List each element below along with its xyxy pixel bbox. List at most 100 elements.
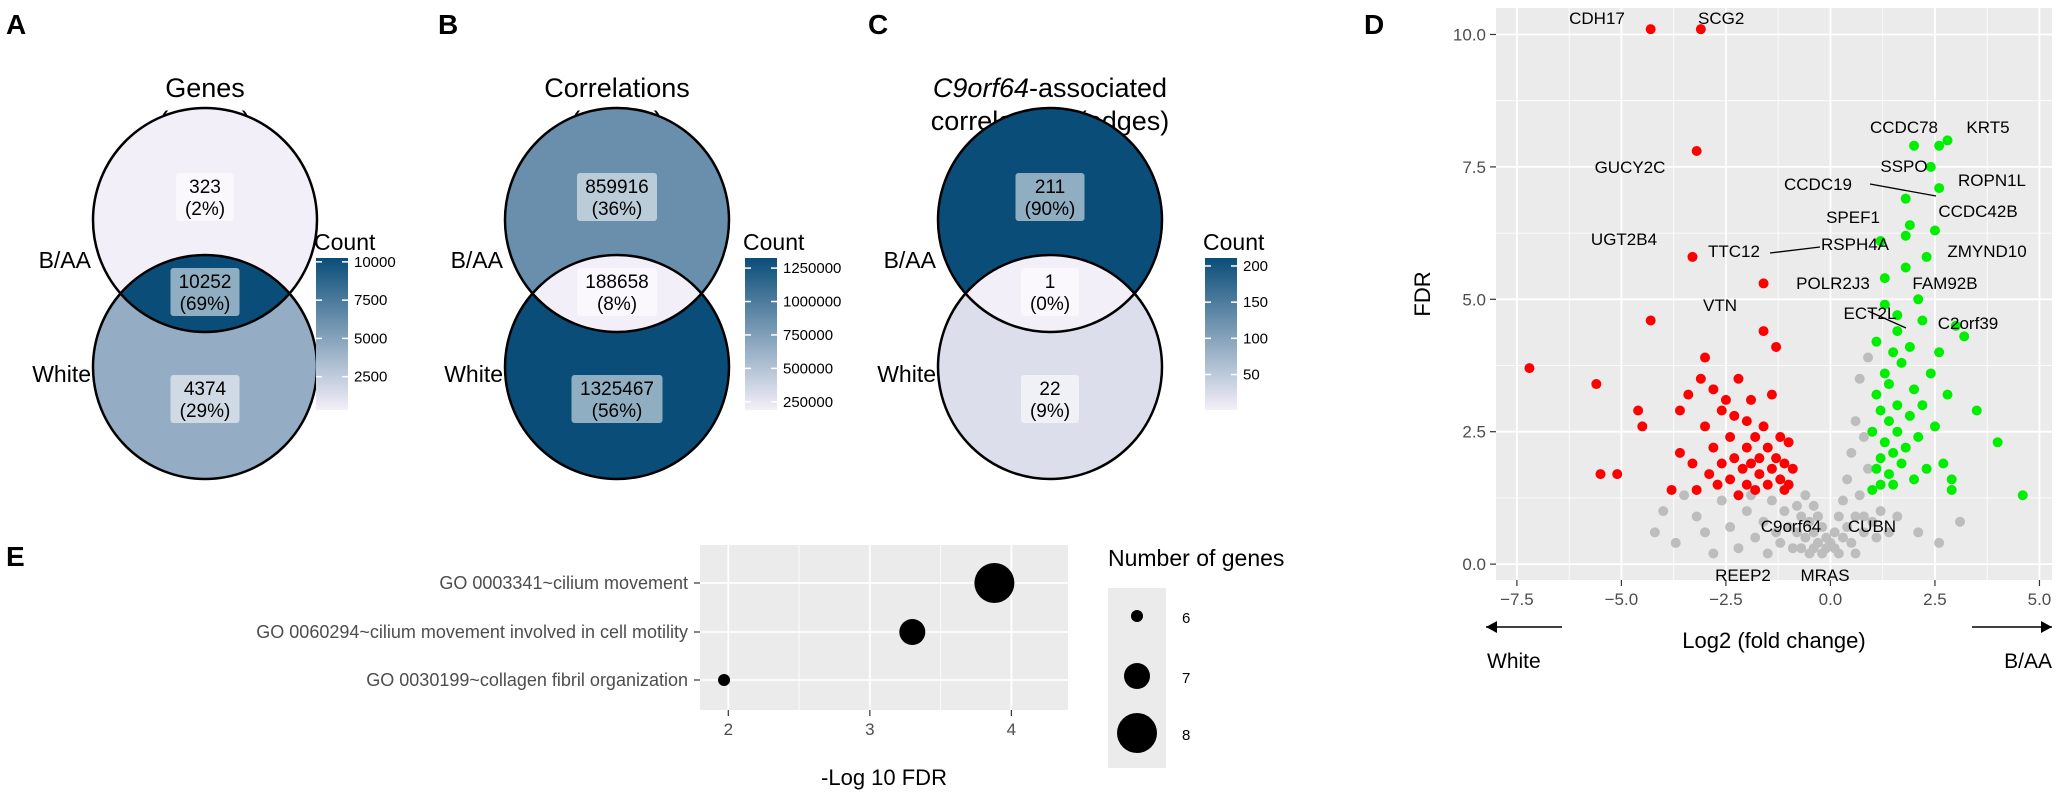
legend-colorbar	[1205, 258, 1237, 410]
data-point-up	[1900, 262, 1911, 273]
data-point-ns	[1779, 506, 1790, 517]
legend-tick-label: 1000000	[783, 294, 841, 311]
data-point-ns	[1787, 543, 1798, 554]
gene-label: C2orf39	[1938, 314, 1998, 333]
data-point-ns	[1716, 495, 1727, 506]
data-point-ns	[1762, 548, 1773, 559]
venn-outline-bottom	[503, 253, 731, 481]
size-legend-label: 6	[1182, 610, 1190, 627]
region-pct: (9%)	[1030, 401, 1070, 422]
region-pct: (90%)	[1025, 199, 1076, 220]
gene-label: ZMYND10	[1947, 242, 2026, 261]
region-count: 1	[1045, 272, 1056, 293]
data-point-up	[1909, 384, 1920, 395]
gene-label: SPEF1	[1826, 208, 1880, 227]
data-point-ns	[1842, 522, 1853, 533]
x-tick-label: 2	[724, 720, 733, 739]
data-point-up	[1888, 347, 1899, 358]
size-legend-title: Number of genes	[1108, 545, 1284, 571]
data-point-down	[1691, 484, 1702, 495]
labeled-gene-point	[1921, 251, 1932, 262]
set-label-white: White	[444, 361, 503, 387]
labeled-gene-point	[1900, 193, 1911, 204]
legend-tick-label: 750000	[783, 327, 833, 344]
panel-letter: B	[438, 9, 458, 40]
labeled-gene-point	[1808, 543, 1819, 554]
y-tick-label: 7.5	[1462, 158, 1486, 177]
data-point-down	[1762, 442, 1773, 453]
size-legend-label: 8	[1182, 727, 1190, 744]
y-tick-label: 0.0	[1462, 555, 1486, 574]
data-point-up	[1946, 474, 1957, 485]
data-point-up	[1904, 410, 1915, 421]
data-point-down	[1737, 463, 1748, 474]
venn-panel-b: BCorrelations(edges)B/AAWhite859916(36%)…	[438, 9, 841, 481]
data-point-up	[1959, 331, 1970, 342]
legend-tick-label: 50	[1243, 367, 1260, 384]
data-point-down	[1741, 479, 1752, 490]
gene-label: UGT2B4	[1591, 230, 1657, 249]
data-point-down	[1762, 479, 1773, 490]
region-count: 188658	[585, 272, 648, 293]
data-point-up	[1867, 484, 1878, 495]
region-pct: (29%)	[180, 401, 231, 422]
data-point-down	[1733, 373, 1744, 384]
y-axis-title: FDR	[1410, 271, 1435, 316]
labeled-gene-point	[1691, 146, 1702, 156]
venn-panels: AGenes(nodes)B/AAWhite323(2%)10252(69%)4…	[6, 9, 1268, 481]
data-point-down	[1725, 432, 1736, 442]
data-point-ns	[1791, 527, 1802, 538]
gene-label: CCDC42B	[1938, 202, 2017, 221]
set-label-white: White	[32, 361, 91, 387]
venn-outline-bottom	[936, 253, 1164, 481]
data-point-ns	[1934, 537, 1945, 548]
labeled-gene-point	[1645, 24, 1656, 35]
legend-tick-label: 150	[1243, 294, 1268, 311]
data-point-ns	[1892, 511, 1903, 522]
data-point-ns	[1733, 543, 1744, 554]
gene-label: CCDC19	[1784, 175, 1852, 194]
labeled-gene-point	[1758, 278, 1769, 289]
data-point-up	[1938, 458, 1949, 469]
data-point-up	[1879, 299, 1890, 310]
region-label-bg	[176, 173, 234, 221]
venn-title-line-1: C9orf64-associated	[933, 73, 1167, 103]
venn-title-line-1: Genes	[165, 73, 245, 103]
legend-tick-label: 2500	[354, 369, 387, 386]
region-pct: (0%)	[1030, 294, 1070, 315]
legend-colorbar	[316, 258, 348, 410]
data-point-up	[1909, 474, 1920, 485]
data-point-down	[1712, 479, 1723, 490]
region-pct: (2%)	[185, 199, 225, 220]
legend-tick-label: 7500	[354, 292, 387, 309]
gene-label: POLR2J3	[1796, 274, 1870, 293]
gene-label: SSPO	[1880, 157, 1927, 176]
data-point-up	[1875, 479, 1886, 490]
data-point-down	[1595, 469, 1606, 480]
labeled-gene-point	[1879, 273, 1890, 284]
data-point-ns	[1854, 490, 1865, 501]
size-legend-label: 7	[1182, 670, 1190, 687]
go-term-label: GO 0030199~collagen fibril organization	[366, 670, 688, 690]
venn-panel-a: AGenes(nodes)B/AAWhite323(2%)10252(69%)4…	[6, 9, 396, 481]
x-axis-title: Log2 (fold change)	[1682, 628, 1865, 653]
data-point-ns	[1691, 511, 1702, 522]
region-pct: (56%)	[592, 401, 643, 422]
data-point-up	[1896, 458, 1907, 469]
x-tick-label: −7.5	[1500, 590, 1534, 609]
data-point-down	[1783, 479, 1794, 490]
data-point-down	[1683, 389, 1694, 400]
data-point-up	[2017, 490, 2028, 501]
data-point-ns	[1783, 522, 1794, 533]
x-tick-label: 5.0	[2028, 590, 2052, 609]
labeled-gene-point	[1904, 220, 1915, 231]
data-point-down	[1741, 442, 1752, 453]
data-point-down	[1783, 437, 1794, 448]
data-point-ns	[1817, 522, 1828, 533]
region-count: 859916	[585, 177, 648, 198]
data-point-down	[1666, 484, 1677, 495]
data-point-down	[1704, 469, 1715, 480]
